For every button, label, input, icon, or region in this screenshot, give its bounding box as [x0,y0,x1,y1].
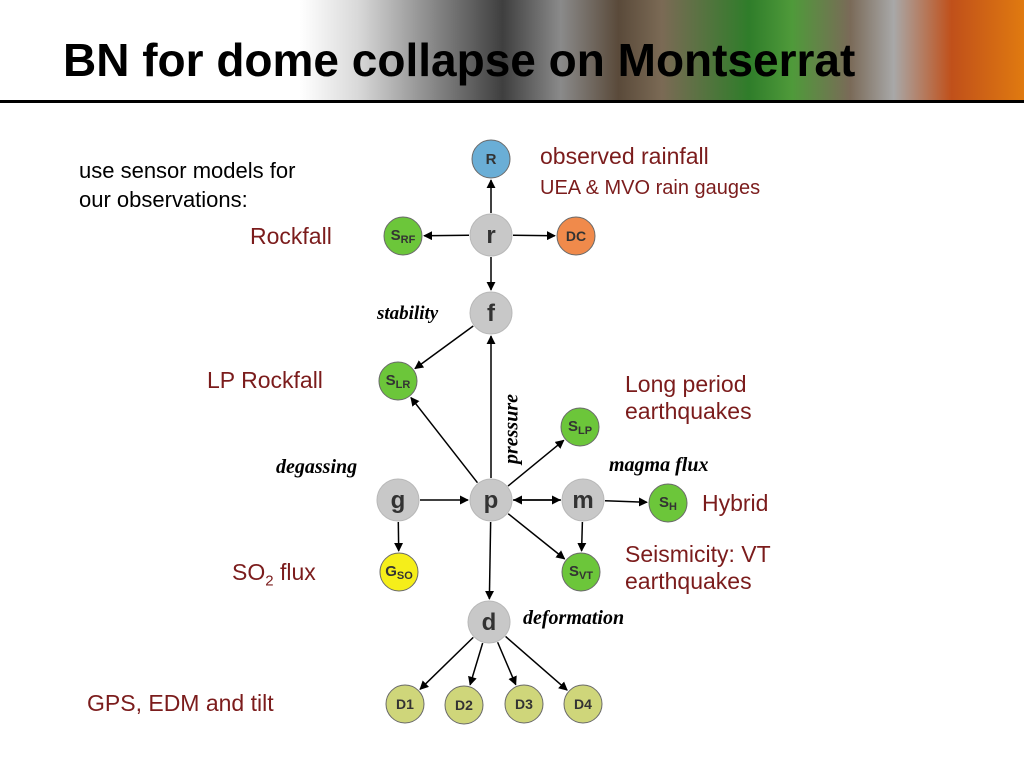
edge-d-to-D1 [419,636,474,690]
edge-p-to-SLP [507,439,565,487]
intro-line-2: our observations: [79,187,248,212]
edge-label-degassing: degassing [276,456,358,478]
label-rockfall: Rockfall [250,223,332,249]
node-g: g [376,478,420,522]
node-d3: D3 [504,684,544,724]
node-r: R [471,139,511,179]
node-d: d [467,600,511,644]
title-divider [0,100,1024,103]
node-p-label: p [484,487,499,514]
node-svt-label: SVT [569,563,593,582]
edge-label-deformation: deformation [523,607,625,629]
label-so2-main: SO [232,559,266,585]
node-f-label: f [487,300,496,327]
node-d1-circle [385,684,425,724]
node-r-label: r [486,222,495,249]
label-gps-edm-tilt: GPS, EDM and tilt [87,690,274,716]
node-f: f [469,291,513,335]
node-d2-circle [444,685,484,725]
node-d3-label: D3 [515,696,533,712]
node-d-circle [467,600,511,644]
node-d2: D2 [444,685,484,725]
edge-p-to-d [485,521,495,600]
network-edges [394,179,648,691]
node-gso-circle [379,552,419,592]
node-r-label: R [486,151,497,168]
node-srf: SRF [383,216,423,256]
label-rain-gauges: UEA & MVO rain gauges [540,177,761,199]
node-r-circle [469,213,513,257]
label-seismicity-line-2: earthquakes [625,568,752,594]
node-m: m [561,478,605,522]
label-long-period: Long period earthquakes [625,371,752,425]
label-lp-rockfall: LP Rockfall [207,367,323,393]
edge-r-to-SRF [423,231,470,241]
edge-label-stability: stability [377,303,439,324]
edge-d-to-D2 [468,642,484,686]
node-g-label: g [391,487,406,514]
edge-m-to-SH [604,497,648,507]
node-p: p [469,478,513,522]
node-slr-label: SLR [386,372,411,391]
edge-d-to-D3 [496,641,517,686]
edge-p-to-SLR [410,396,479,484]
node-srf-label: SRF [391,227,416,246]
intro-text: use sensor models for our observations: [79,156,295,214]
node-r: r [469,213,513,257]
edge-p-to-SVT [507,513,566,560]
node-m-circle [561,478,605,522]
node-f-circle [469,291,513,335]
node-d4: D4 [563,684,603,724]
node-sh: SH [648,483,688,523]
node-slr-circle [378,361,418,401]
node-g-circle [376,478,420,522]
label-so2-subscript: 2 [265,572,274,590]
node-srf-circle [383,216,423,256]
label-hybrid: Hybrid [702,490,769,516]
node-dc: DC [556,216,596,256]
node-sh-circle [648,483,688,523]
header-photo-banner [300,0,1024,100]
edge-f-to-SLR [414,325,474,370]
label-long-period-line-1: Long period [625,371,747,397]
label-so2-tail: flux [273,559,316,585]
node-slp-circle [560,407,600,447]
node-d4-label: D4 [574,696,592,712]
node-gso: GSO [379,552,419,592]
intro-line-1: use sensor models for [79,158,296,183]
node-d1: D1 [385,684,425,724]
page-title: BN for dome collapse on Montserrat [63,34,856,86]
node-sh-label: SH [659,494,677,513]
node-slp-label: SLP [568,418,592,437]
node-d2-label: D2 [455,697,473,713]
node-dc-circle [556,216,596,256]
edge-d-to-D4 [505,635,568,691]
node-dc-label: DC [566,228,586,244]
label-seismicity: Seismicity: VT earthquakes [625,541,771,595]
node-d4-circle [563,684,603,724]
node-d-label: d [482,609,497,636]
node-slr: SLR [378,361,418,401]
node-svt-circle [561,552,601,592]
node-m-label: m [572,487,593,514]
node-d1-label: D1 [396,696,414,712]
label-observed-rainfall: observed rainfall [540,143,709,169]
node-d3-circle [504,684,544,724]
node-gso-label: GSO [385,563,413,582]
label-so2-flux: SO2 flux [232,559,316,590]
node-r-circle [471,139,511,179]
label-seismicity-line-1: Seismicity: VT [625,541,771,567]
edge-label-magma-flux: magma flux [609,454,709,476]
label-long-period-line-2: earthquakes [625,398,752,424]
node-p-circle [469,478,513,522]
edge-m-to-SVT [577,521,587,552]
node-slp: SLP [560,407,600,447]
node-svt: SVT [561,552,601,592]
